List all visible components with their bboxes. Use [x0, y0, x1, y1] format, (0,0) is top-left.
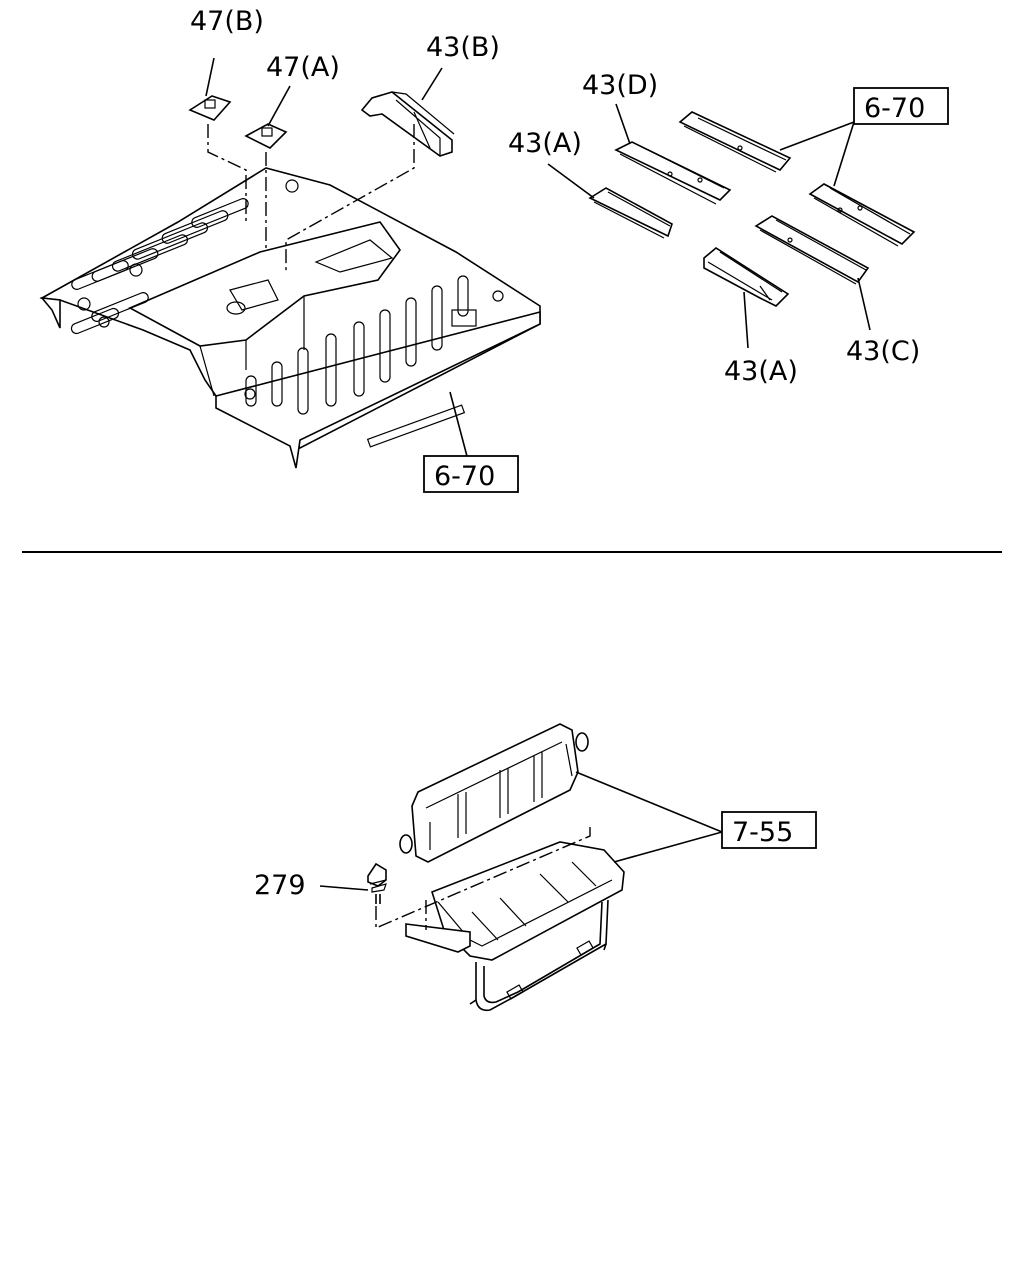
clip-47b-part — [188, 95, 232, 121]
ref-seat-label: 7-55 — [732, 817, 793, 848]
ref-brackets-label: 6-70 — [864, 93, 925, 124]
bracket-top-right-part — [678, 111, 792, 173]
bracket-right-part — [808, 183, 916, 247]
label-43a-top: 43(A) — [508, 128, 582, 159]
clip-47a-part — [244, 123, 288, 149]
floor-panel — [39, 167, 541, 469]
left-floor-ribs — [70, 198, 249, 335]
label-47b: 47(B) — [190, 6, 264, 37]
bracket-43b-part — [360, 91, 455, 157]
bracket-43d-part — [614, 141, 732, 205]
label-279: 279 — [254, 870, 306, 901]
bracket-43a-top-part — [588, 187, 673, 239]
label-43c: 43(C) — [846, 336, 920, 367]
bolt-279-part — [367, 862, 387, 904]
seat-cushion — [405, 841, 625, 961]
label-43a-bottom: 43(A) — [724, 356, 798, 387]
ref-box-floor[interactable]: 6-70 — [423, 455, 519, 493]
seat-frame — [469, 899, 609, 1012]
ref-box-seat[interactable]: 7-55 — [721, 811, 817, 849]
label-47a: 47(A) — [266, 52, 340, 83]
bracket-43a-bottom-part — [703, 247, 790, 307]
ref-box-brackets[interactable]: 6-70 — [853, 87, 949, 125]
label-43d: 43(D) — [582, 70, 658, 101]
ref-floor-label: 6-70 — [434, 461, 495, 492]
label-43b: 43(B) — [426, 32, 500, 63]
bracket-43c-part — [754, 215, 870, 285]
